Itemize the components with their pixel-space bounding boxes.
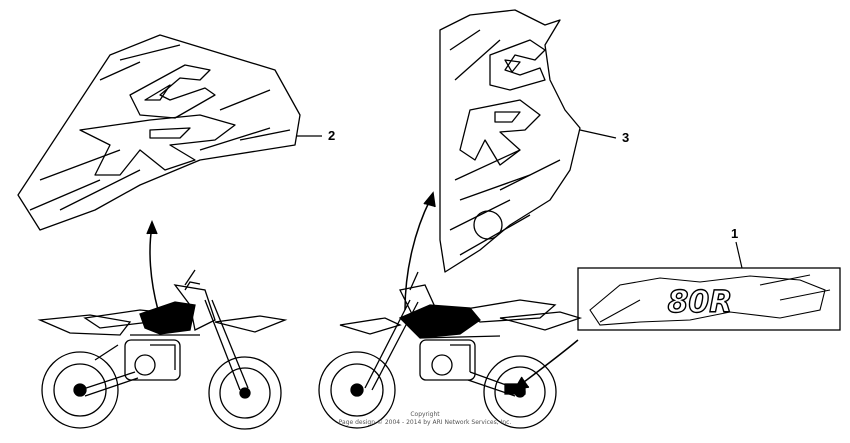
arrow-to-decal-3: [404, 191, 436, 311]
callout-leader-3: [579, 129, 617, 139]
decal-1-80r[interactable]: 80R: [577, 267, 841, 331]
motorcycle-right: [318, 271, 583, 429]
decal-1-text: 80R: [668, 285, 733, 320]
front-wheel-left: [208, 356, 282, 430]
front-wheel-right: [318, 351, 396, 429]
motorcycle-left: [37, 269, 288, 430]
copyright-line-2: Page design © 2004 - 2014 by ARI Network…: [339, 419, 512, 426]
rear-wheel-right: [483, 355, 557, 429]
copyright-line-1: Copyright: [410, 411, 440, 418]
callout-label-1: 1: [731, 226, 738, 241]
callout-label-3: 3: [622, 130, 629, 145]
rear-wheel-left: [41, 351, 119, 429]
decal-2-tank-left[interactable]: [17, 34, 301, 231]
decal-3-tank-right[interactable]: [439, 9, 581, 273]
arrow-to-decal-2: [146, 220, 159, 311]
callout-label-2: 2: [328, 128, 335, 143]
arrow-to-decal-1: [513, 339, 579, 390]
callout-leader-1: [735, 241, 743, 269]
